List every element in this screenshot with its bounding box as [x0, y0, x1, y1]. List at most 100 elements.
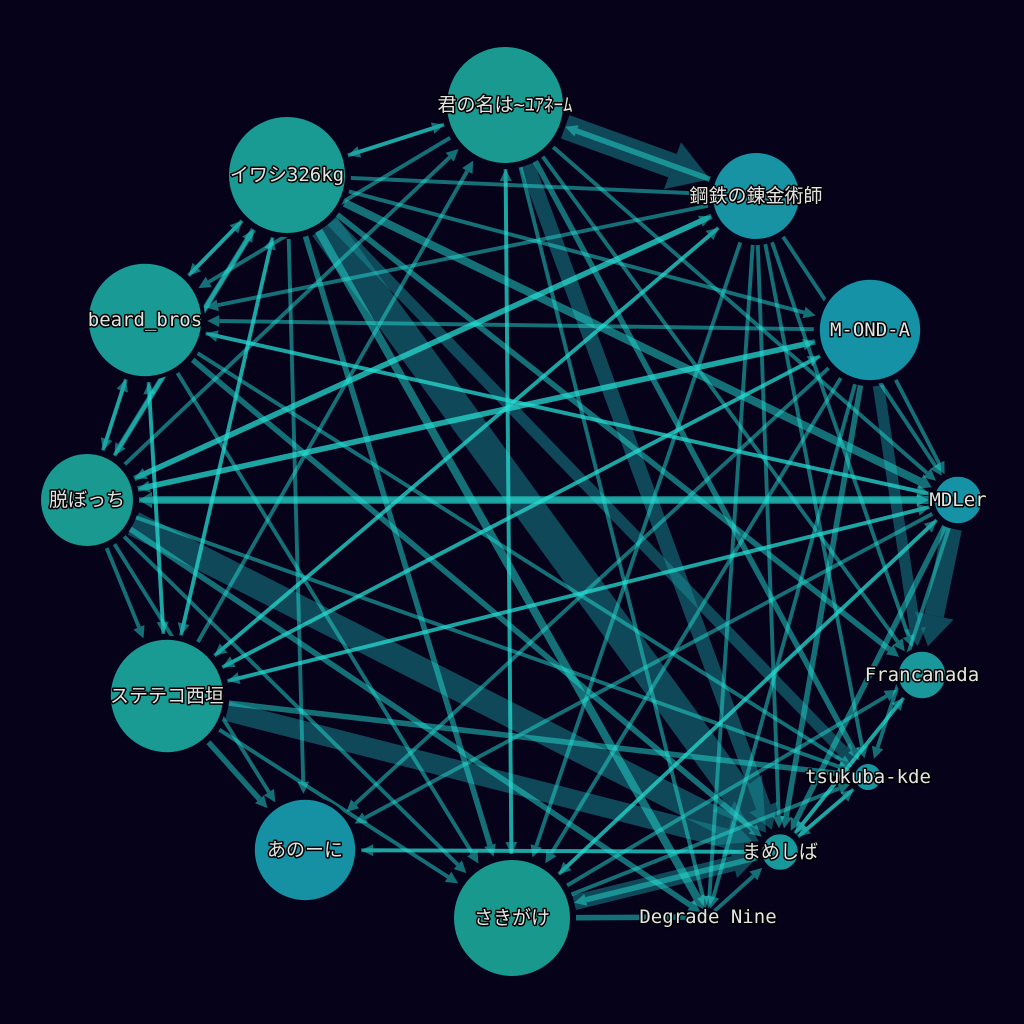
edge-arrowhead [916, 474, 932, 489]
edge [205, 331, 930, 497]
edge [139, 494, 929, 506]
edge [545, 376, 843, 864]
edge [347, 122, 445, 158]
edge-line [206, 740, 262, 802]
edge [551, 145, 936, 481]
edge-line [755, 244, 781, 817]
edge [796, 789, 854, 839]
edge-arrowhead [916, 494, 929, 506]
edge-arrowhead [206, 299, 219, 312]
node-circle [84, 259, 206, 381]
edge-arrowhead [923, 468, 936, 481]
edge-line [224, 701, 729, 848]
edge-arrowhead [748, 824, 762, 837]
edge [207, 315, 814, 332]
edge [175, 371, 479, 864]
edge [187, 220, 243, 277]
edge-arrowhead [444, 871, 459, 884]
edge-line [196, 351, 843, 763]
edge-arrowhead [698, 215, 712, 227]
edge-arrowhead [229, 220, 243, 234]
edge-line [104, 547, 141, 629]
edge [575, 911, 700, 924]
edge [557, 520, 937, 876]
edge-arrowhead [347, 146, 362, 158]
edge-line [358, 122, 445, 154]
edge-line [312, 217, 750, 802]
edge-line [190, 357, 755, 832]
edge [196, 351, 852, 767]
edge [335, 212, 900, 657]
node-label: 君の名は~ﾕｱﾈｰﾑ [438, 94, 573, 116]
edge [871, 527, 951, 759]
edge-line [713, 874, 755, 913]
edge-line [924, 526, 962, 618]
edge-arrowhead [705, 227, 719, 241]
edge-line [796, 795, 846, 839]
node-circle [815, 275, 925, 385]
edge-arrowhead [242, 229, 254, 243]
edge-arrowhead [156, 621, 169, 634]
node-circle [851, 760, 885, 794]
edge-line [707, 244, 755, 897]
edge-arrowhead [707, 895, 720, 909]
edge-arrowhead [883, 689, 897, 702]
edge-line [205, 331, 919, 494]
edge-line [196, 170, 469, 643]
edge-arrowhead [687, 911, 700, 924]
edge-arrowhead [198, 276, 212, 289]
edge [221, 356, 821, 670]
edge-arrowhead [923, 520, 937, 533]
edge-arrowhead [346, 799, 360, 812]
edge-line [175, 371, 474, 855]
edge-arrowhead [499, 169, 512, 181]
edge-arrowhead [744, 845, 757, 858]
node-circle [450, 856, 574, 980]
edge-line [302, 235, 493, 847]
edge-arrowhead [885, 644, 900, 657]
edge [100, 378, 128, 451]
edge-line [219, 319, 814, 332]
edge-arrowhead [462, 160, 474, 174]
edge [348, 189, 816, 319]
node-label: Francanada [865, 664, 979, 686]
edge-line [353, 366, 830, 806]
node-circle [894, 647, 950, 703]
edge-arrowhead [806, 356, 821, 367]
edge-arrowhead [445, 149, 459, 162]
edge-arrowhead [772, 816, 785, 829]
edge-arrowhead [837, 782, 851, 794]
edge-arrowhead [207, 315, 220, 327]
edge-arrowhead [915, 611, 954, 647]
node-label: 脱ぼっち [49, 489, 125, 511]
edge [541, 155, 905, 652]
edge [361, 845, 757, 858]
edge-line [575, 914, 688, 921]
node-circle [701, 910, 715, 924]
edge-arrowhead [133, 625, 145, 639]
edge-arrowhead [100, 437, 113, 451]
edge-arrowhead [467, 850, 479, 864]
edge [179, 237, 276, 636]
edge [713, 867, 763, 913]
edge [574, 854, 758, 906]
edge-line [218, 728, 450, 879]
edge-line [872, 384, 921, 630]
edge-line [364, 512, 934, 820]
edge-line [335, 212, 892, 652]
edge-line [551, 145, 929, 475]
node-circle [37, 450, 137, 550]
edge-line [135, 515, 840, 769]
node-label: ステテコ西垣 [110, 685, 224, 707]
edge-arrowhead [838, 755, 852, 767]
edge-arrowhead [263, 788, 276, 803]
edge-line [566, 694, 888, 888]
edge-line [894, 379, 941, 465]
node-label: tsukuba-kde [805, 766, 931, 788]
edge-line [585, 854, 758, 903]
edge-line [104, 378, 128, 440]
edge-arrowhead [545, 850, 557, 864]
edge [128, 526, 701, 913]
edge-line [570, 786, 840, 897]
edge [122, 535, 467, 874]
